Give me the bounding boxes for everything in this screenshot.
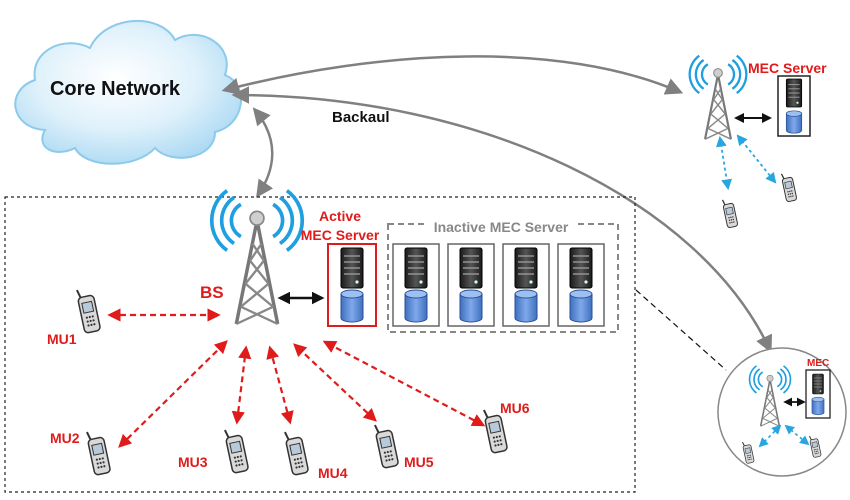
inactive-mec-label-bg [425,220,577,234]
server-rack-icon [459,247,483,289]
active-mec-server: Active MEC Server [301,208,380,327]
inactive-mec-server-group: Inactive MEC Server [387,219,619,333]
server-rack-icon [514,247,538,289]
backhaul-label: Backaul [332,109,390,126]
inactive-mec-unit [502,243,550,327]
mobile-user-mu1: MU1 [47,285,102,347]
link-mu5 [293,343,377,422]
zoom-link-b [784,424,810,446]
main-cell: BS Active MEC Server Inactive MEC Server [4,188,636,493]
database-icon [404,289,428,323]
mobile-user-mu4: MU4 [282,427,348,481]
mobile-user-mu5: MU5 [372,420,434,470]
main-cell-border [4,196,636,493]
phone-icon [780,171,798,203]
database-icon [340,289,364,323]
server-rack-icon [812,373,824,395]
inactive-mec-unit [557,243,605,327]
mu-label: MU4 [318,465,348,481]
bs-tower-icon [209,188,305,326]
inactive-mec-unit [392,243,440,327]
link-mu4 [266,345,294,425]
link-mu2 [118,340,228,448]
database-icon [459,289,483,323]
remote-mec-label: MEC Server [748,60,827,76]
backhaul-arc-remote [221,55,684,95]
active-mec-label-line1: Active [319,208,361,224]
server-rack-icon [569,247,593,289]
phone-icon [282,427,310,477]
mu-label: MU6 [500,400,530,416]
backhaul-links: Backaul [221,55,772,354]
database-icon [569,289,593,323]
database-icon [785,110,803,134]
server-rack-icon [785,78,803,108]
zoom-mec-label: MEC [807,358,829,369]
database-icon [811,396,825,416]
mobile-user-mu3: MU3 [178,425,250,475]
mu-label: MU2 [50,430,80,446]
mobile-user-mu2: MU2 [50,427,112,477]
link-mu3 [231,345,252,425]
database-icon [514,289,538,323]
bs-label: BS [200,283,224,302]
zoom-connector [635,289,727,371]
backhaul-arc-zoom [231,86,772,354]
mu-label: MU1 [47,331,77,347]
mu-label: MU5 [404,454,434,470]
server-rack-icon [340,247,364,289]
zoom-link-a [758,424,782,448]
phone-icon [721,197,739,229]
remote-link-b [736,134,777,184]
mu-label: MU3 [178,454,208,470]
inactive-mec-unit [447,243,495,327]
phone-icon [84,427,112,477]
remote-tower-icon [688,54,748,141]
phone-icon [74,285,102,335]
active-mec-label-line2: MEC Server [301,227,380,243]
zoom-cell: MEC [635,289,847,477]
server-rack-icon [404,247,428,289]
phone-icon [372,420,400,470]
backhaul-arc-main [252,107,274,198]
link-mu6 [322,340,486,427]
inactive-mec-label: Inactive MEC Server [434,219,569,235]
bs-mu-links [107,308,486,448]
remote-link-a [716,135,732,191]
remote-cell: MEC Server [688,54,827,229]
mobile-user-mu6: MU6 [481,400,530,455]
core-network-label: Core Network [50,78,181,100]
phone-icon [222,425,250,475]
core-network-cloud: Core Network [14,20,242,165]
